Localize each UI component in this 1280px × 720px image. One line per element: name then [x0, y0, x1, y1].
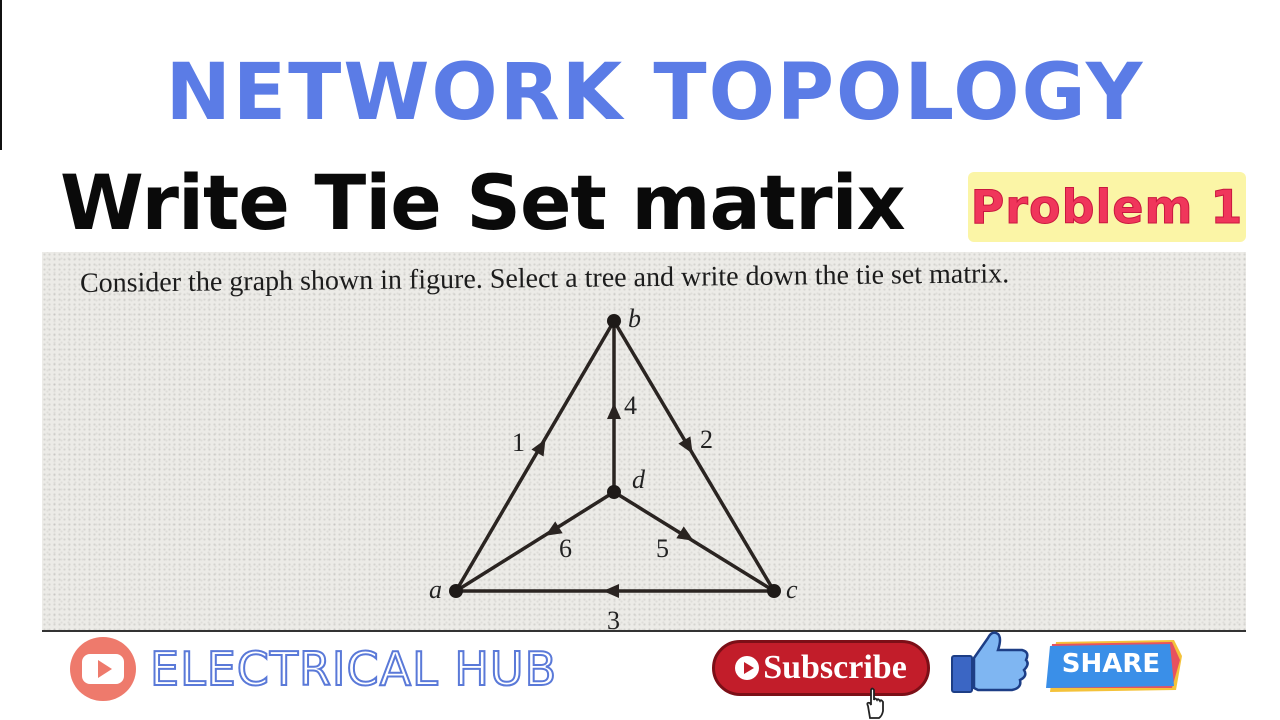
node-a-label: a: [429, 575, 442, 604]
edge-3-label: 3: [607, 606, 620, 635]
share-icon: [1046, 640, 1182, 692]
edge-5-arrow: [676, 526, 694, 541]
node-d-label: d: [632, 465, 646, 494]
graph-nodes: [449, 314, 781, 598]
edge-4-label: 4: [624, 391, 637, 420]
edge-1-label: 1: [512, 428, 525, 457]
node-a: [449, 584, 463, 598]
channel-name: ELECTRICAL HUB: [149, 641, 558, 697]
edge-2-label: 2: [700, 425, 713, 454]
edge-1: [454, 320, 616, 592]
like-icon[interactable]: [948, 628, 1032, 694]
edge-1-arrow: [531, 439, 546, 457]
problem-badge-label: Problem 1: [970, 180, 1244, 235]
node-b-label: b: [628, 304, 641, 333]
subscribe-button[interactable]: Subscribe: [712, 640, 930, 696]
channel-branding: ELECTRICAL HUB: [70, 637, 558, 701]
problem-badge: Problem 1: [968, 172, 1246, 242]
share-button[interactable]: SHARE: [1046, 638, 1182, 694]
play-icon: [735, 656, 760, 680]
youtube-icon: [70, 637, 136, 701]
edge-5-label: 5: [656, 534, 669, 563]
edge-3-arrow: [603, 584, 619, 598]
edge-2-arrow: [678, 436, 693, 454]
node-d: [607, 485, 621, 499]
page-subtitle: Write Tie Set matrix: [60, 158, 906, 247]
node-c-label: c: [786, 575, 798, 604]
edge-5: [613, 490, 775, 593]
graph-edges: [454, 320, 776, 593]
hand-cursor-icon: [866, 687, 884, 719]
edge-arrows: [531, 403, 694, 598]
textbook-scan: [42, 252, 1246, 632]
edge-6-label: 6: [559, 534, 572, 563]
share-label: SHARE: [1061, 649, 1161, 679]
edge-4-arrow: [607, 403, 621, 419]
edge-2: [612, 320, 776, 592]
page-title: NETWORK TOPOLOGY: [165, 48, 1145, 138]
left-border-line: [0, 0, 2, 150]
subscribe-label: Subscribe: [763, 649, 907, 686]
node-c: [767, 584, 781, 598]
edge-6-arrow: [545, 521, 563, 536]
edge-6: [455, 490, 615, 593]
node-b: [607, 314, 621, 328]
